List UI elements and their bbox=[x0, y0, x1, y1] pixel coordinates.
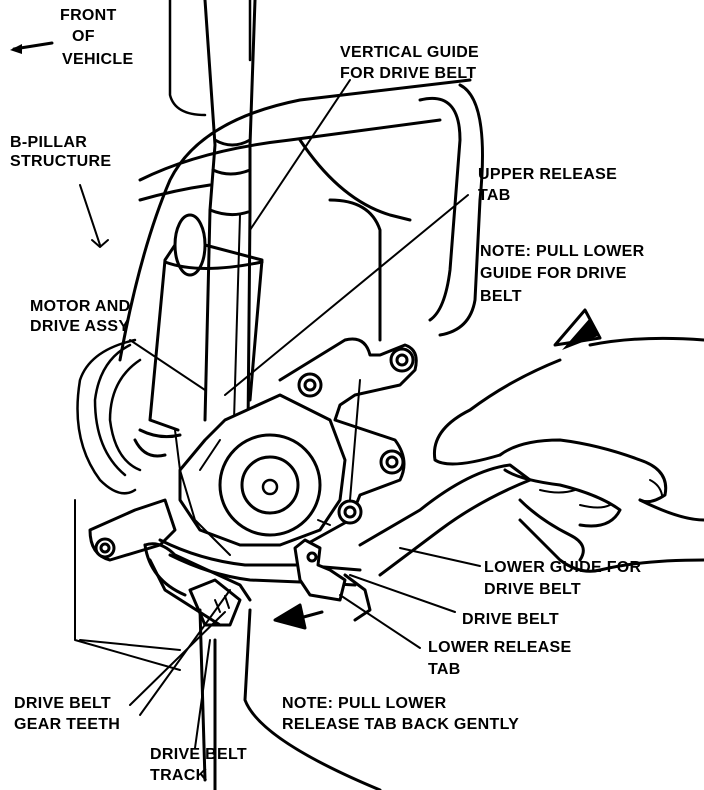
label-structure: STRUCTURE bbox=[10, 153, 112, 170]
fingers-lower-left bbox=[74, 499, 217, 790]
label-drive-belt-track: DRIVE BELT bbox=[150, 746, 247, 763]
label-lower-release-tab: TAB bbox=[428, 661, 461, 678]
vertical-guide-rail bbox=[203, 0, 257, 432]
front-direction-arrow bbox=[10, 41, 54, 54]
label-front: FRONT bbox=[60, 7, 117, 24]
leader-lines bbox=[79, 79, 481, 749]
mounting-bracket bbox=[88, 337, 532, 577]
label-drive-belt-gear: DRIVE BELT bbox=[14, 695, 111, 712]
motor-cylinder bbox=[133, 213, 264, 458]
lower-release-tab bbox=[293, 538, 372, 622]
label-vehicle: VEHICLE bbox=[62, 51, 134, 68]
note-lower-guide-line-3: BELT bbox=[480, 288, 522, 305]
label-lower-release: LOWER RELEASE bbox=[428, 639, 572, 656]
label-vertical-guide: VERTICAL GUIDE bbox=[340, 44, 480, 61]
label-drive-belt: DRIVE BELT bbox=[462, 611, 559, 628]
label-lower-guide: LOWER GUIDE FOR bbox=[484, 559, 642, 576]
label-motor-and: MOTOR AND bbox=[30, 298, 131, 315]
label-track: TRACK bbox=[150, 767, 208, 784]
note-lower-guide-line-2: GUIDE FOR DRIVE bbox=[480, 265, 627, 282]
note-lower-guide-line-1: NOTE: PULL LOWER bbox=[480, 243, 645, 260]
note-lower-release-line-1: NOTE: PULL LOWER bbox=[282, 695, 447, 712]
label-upper-release-tab: TAB bbox=[478, 187, 511, 204]
door-frame bbox=[298, 83, 484, 501]
pull-arrow-release-tab bbox=[273, 603, 324, 630]
label-for-drive-belt: FOR DRIVE BELT bbox=[340, 65, 477, 82]
label-drive-assy: DRIVE ASSY bbox=[30, 318, 130, 335]
label-of: OF bbox=[72, 28, 95, 45]
gear-housing bbox=[178, 393, 347, 547]
label-b-pillar: B-PILLAR bbox=[10, 134, 88, 151]
note-lower-release-line-2: RELEASE TAB BACK GENTLY bbox=[282, 716, 520, 733]
label-upper-release: UPPER RELEASE bbox=[478, 166, 618, 183]
wiring-harness bbox=[76, 338, 142, 495]
pull-arrow-lower-guide bbox=[553, 308, 602, 350]
label-gear-teeth: GEAR TEETH bbox=[14, 716, 121, 733]
hand bbox=[432, 336, 704, 573]
label-lower-guide-drive-belt: DRIVE BELT bbox=[484, 581, 581, 598]
